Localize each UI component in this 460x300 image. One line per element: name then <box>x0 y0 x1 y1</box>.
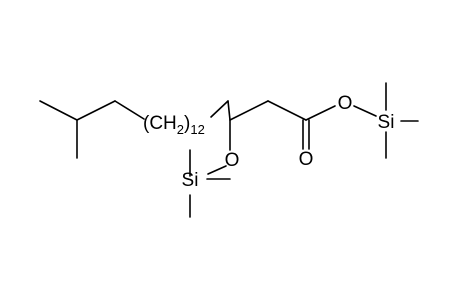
chain-suffix: ) <box>184 113 190 134</box>
chain-repeat-count: 12 <box>190 122 204 137</box>
bond-ether-o-to-si <box>207 165 227 175</box>
ester-oxygen-label: O <box>338 93 353 114</box>
bond-ch-to-ch2-alpha <box>229 100 269 121</box>
bond-chain-to-ch2 <box>210 100 229 118</box>
silicon-right-label: Si <box>378 112 395 133</box>
bond-methyl-branch-left <box>39 100 78 121</box>
bond-ch2-alpha-to-carbonyl <box>267 100 307 121</box>
carbonyl-oxygen-label: O <box>299 149 314 170</box>
bond-branch-to-ch2 <box>76 100 116 121</box>
chain-subscript-2: 2 <box>177 122 184 137</box>
chain-label: (CH2)12 <box>143 113 205 137</box>
ether-oxygen-label: O <box>225 150 240 171</box>
chain-prefix: (CH <box>143 113 177 134</box>
bond-ch2-to-chain <box>114 100 145 120</box>
bond-ch2-to-ch <box>227 100 231 121</box>
bond-ester-o-to-si <box>353 105 377 117</box>
silicon-lower-label: Si <box>182 170 199 191</box>
bond-carbonyl-to-ester-o <box>305 105 336 121</box>
